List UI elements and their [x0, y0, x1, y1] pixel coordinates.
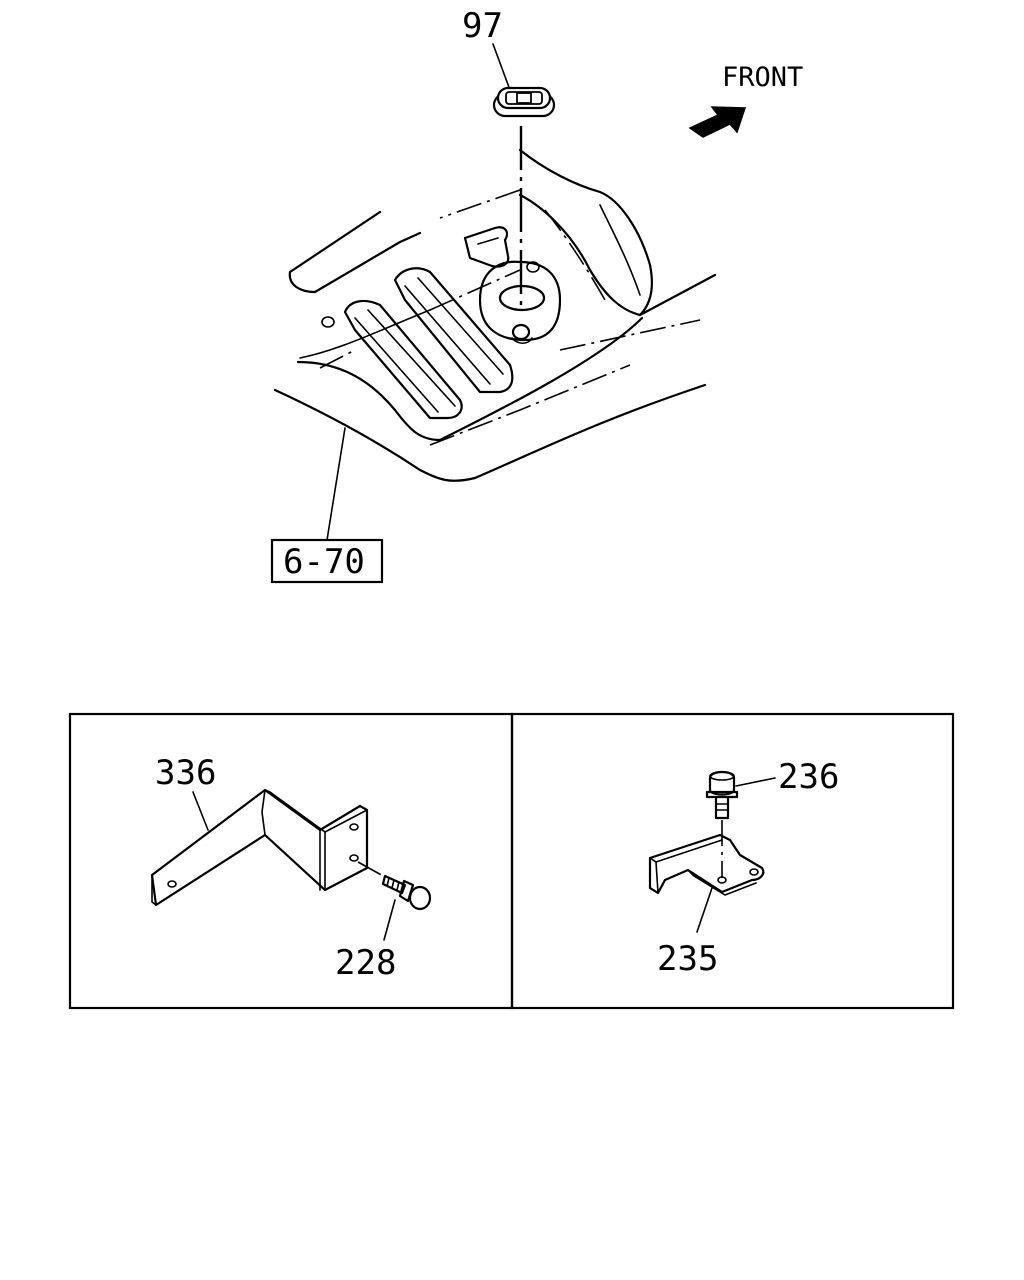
- front-arrow-icon: [688, 106, 747, 138]
- grommet-icon: [492, 86, 556, 118]
- front-label: FRONT: [722, 62, 803, 93]
- leader-235: [696, 887, 713, 933]
- leader-236: [735, 777, 776, 787]
- leader-228: [383, 899, 396, 941]
- bent-bracket-icon: [648, 833, 765, 896]
- callout-235: 235: [657, 939, 718, 979]
- callout-236: 236: [778, 757, 839, 797]
- floor-panel-icon: [273, 148, 717, 482]
- reference-box: [270, 538, 384, 584]
- flange-bolt-icon: [705, 770, 739, 820]
- callout-6-70: 6-70: [283, 542, 365, 582]
- angle-bracket-icon: [150, 788, 369, 907]
- callout-228: 228: [335, 943, 396, 983]
- leader-336: [192, 791, 209, 831]
- inset-right: [510, 712, 955, 1010]
- leader-6-70: [326, 427, 346, 541]
- leader-97: [492, 43, 511, 91]
- bolt-icon: [381, 874, 432, 911]
- callout-336: 336: [155, 753, 216, 793]
- inset-left: [68, 712, 514, 1010]
- callout-97: 97: [462, 6, 503, 46]
- bolt-axis-left: [357, 861, 386, 878]
